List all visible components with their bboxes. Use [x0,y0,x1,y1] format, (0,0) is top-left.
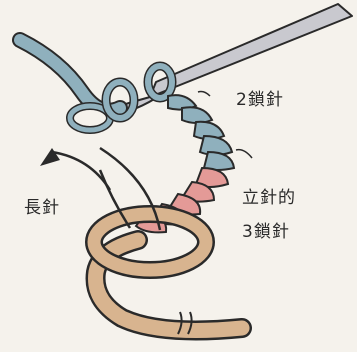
two-chain-label: 2鎖針 [236,90,284,110]
long-stitch-label: 長針 [24,198,60,218]
chain-stitches-blue [167,94,236,171]
hook-loops [66,61,177,134]
turning-chain-label-line1: 立針的 [242,188,296,208]
turning-chain-label-line2: 3鎖針 [242,222,290,242]
tan-yarn [85,205,252,341]
curved-arrow-icon [40,146,162,231]
label-leader-lines [197,90,253,159]
